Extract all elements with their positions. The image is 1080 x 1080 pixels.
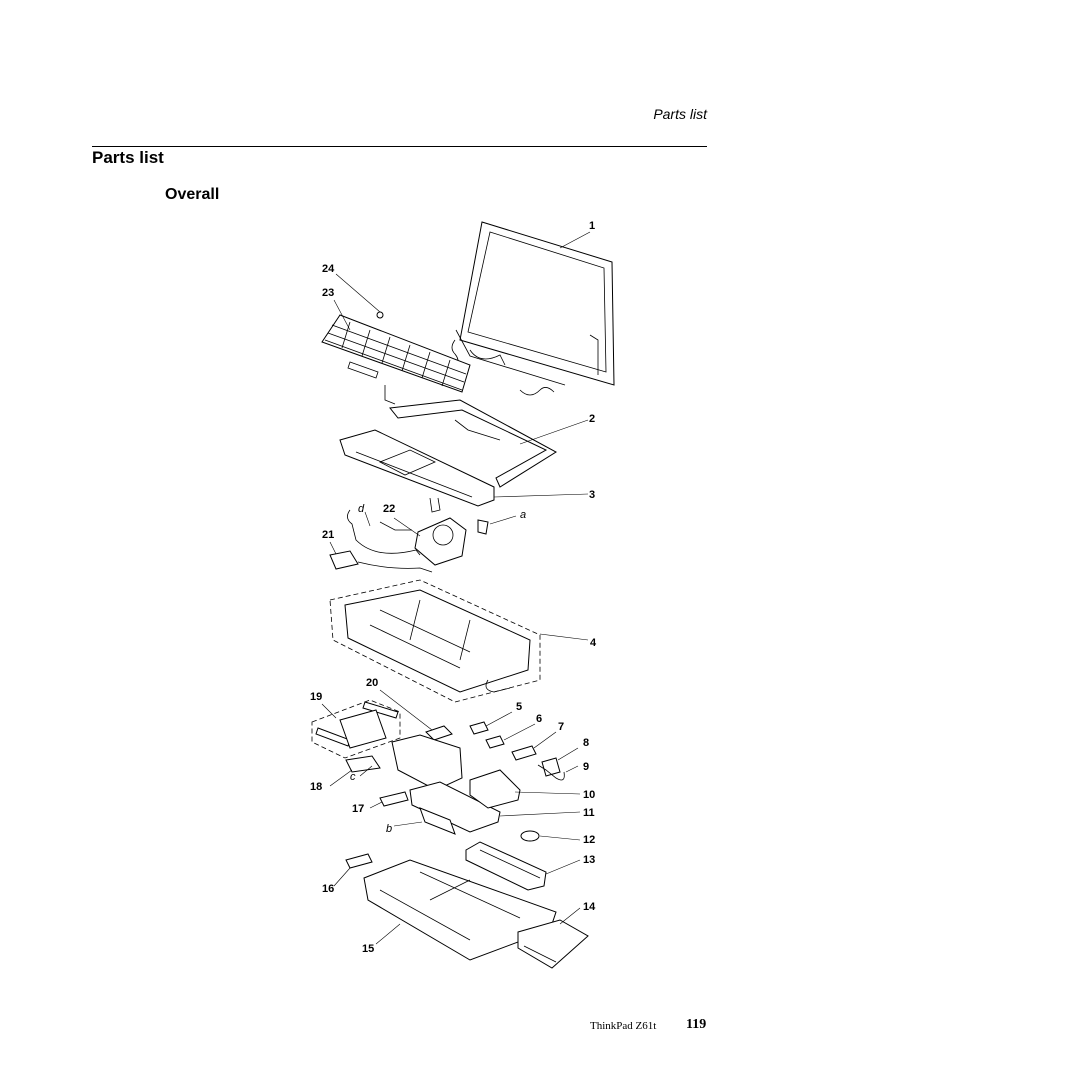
header-rule bbox=[92, 146, 707, 147]
callout-5: 5 bbox=[516, 701, 522, 713]
callout-8: 8 bbox=[583, 737, 589, 749]
footer-product: ThinkPad Z61t bbox=[590, 1020, 657, 1032]
part-heatsink-board bbox=[345, 734, 501, 835]
running-header: Parts list bbox=[653, 106, 707, 122]
callout-d: d bbox=[358, 503, 365, 515]
callout-20: 20 bbox=[366, 677, 378, 689]
callout-a: a bbox=[520, 509, 526, 521]
part-optical-drive bbox=[517, 919, 589, 969]
callout-17: 17 bbox=[352, 803, 364, 815]
part-lcd-assembly bbox=[451, 221, 615, 396]
callout-c: c bbox=[350, 771, 356, 783]
callout-7: 7 bbox=[558, 721, 564, 733]
callout-19: 19 bbox=[310, 691, 322, 703]
callout-18: 18 bbox=[310, 781, 322, 793]
callout-labels: 1 24 23 2 3 d 22 a 21 4 20 19 5 6 7 8 9 … bbox=[310, 220, 597, 955]
part-small-components bbox=[425, 721, 565, 781]
callout-3: 3 bbox=[589, 489, 595, 501]
callout-1: 1 bbox=[589, 220, 595, 232]
section-title: Parts list bbox=[92, 148, 164, 167]
callout-16: 16 bbox=[322, 883, 334, 895]
callout-b: b bbox=[386, 823, 392, 835]
callout-14: 14 bbox=[583, 901, 596, 913]
callout-4: 4 bbox=[590, 637, 597, 649]
callout-11: 11 bbox=[583, 807, 595, 819]
part-battery bbox=[465, 830, 547, 891]
callout-9: 9 bbox=[583, 761, 589, 773]
callout-23: 23 bbox=[322, 287, 334, 299]
subsection-title: Overall bbox=[165, 186, 220, 203]
callout-10: 10 bbox=[583, 789, 595, 801]
part-keyboard bbox=[321, 311, 471, 405]
part-keyboard-bezel bbox=[389, 399, 557, 488]
part-fan-heatsink bbox=[414, 517, 489, 566]
callout-2: 2 bbox=[589, 413, 595, 425]
callout-22: 22 bbox=[383, 503, 395, 515]
part-palm-rest bbox=[339, 429, 495, 513]
callout-13: 13 bbox=[583, 854, 595, 866]
footer-page-number: 119 bbox=[686, 1017, 707, 1032]
part-card-slot bbox=[469, 769, 521, 809]
callout-6: 6 bbox=[536, 713, 542, 725]
part-system-board bbox=[329, 579, 541, 703]
callout-24: 24 bbox=[322, 263, 335, 275]
callout-21: 21 bbox=[322, 529, 334, 541]
part-cables bbox=[329, 509, 433, 573]
callout-15: 15 bbox=[362, 943, 374, 955]
callout-12: 12 bbox=[583, 834, 595, 846]
leader-lines bbox=[321, 231, 591, 945]
part-hdd-rails bbox=[311, 699, 401, 759]
